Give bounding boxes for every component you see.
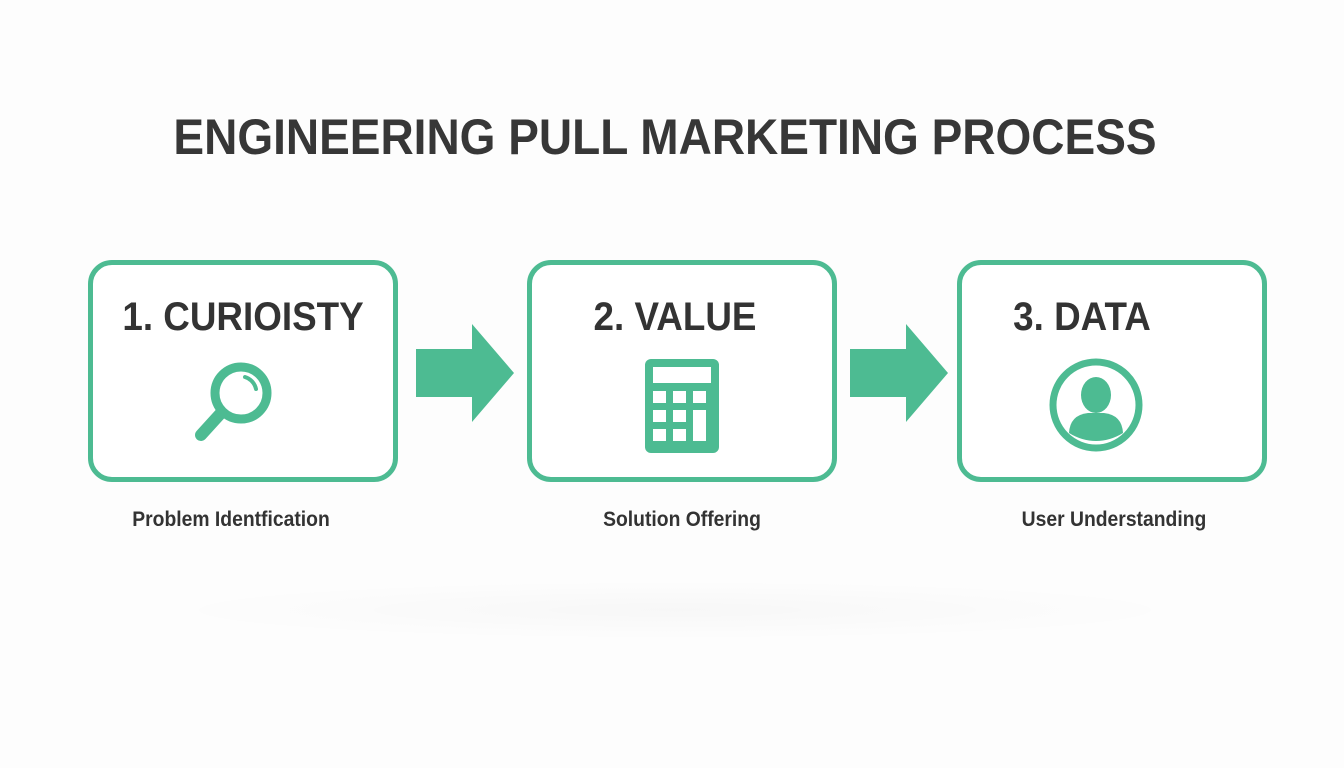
step-card-value: 2. VALUE	[527, 260, 837, 482]
user-profile-icon	[1049, 358, 1143, 452]
arrow-right-icon	[850, 324, 948, 422]
diagram-title: ENGINEERING PULL MARKETING PROCESS	[173, 109, 1157, 165]
magnifying-glass-icon	[195, 362, 272, 441]
step-title: 1. CURIOISTY	[122, 295, 364, 339]
arrow-right-icon	[416, 324, 514, 422]
step-caption: Problem Identfication	[132, 508, 330, 531]
step-title: 2. VALUE	[593, 295, 757, 339]
step-card-curiosity: 1. CURIOISTY	[88, 260, 398, 482]
step-card-data: 3. DATA	[957, 260, 1267, 482]
ground-shadow	[150, 580, 1200, 640]
calculator-icon	[645, 359, 719, 453]
step-title: 3. DATA	[1013, 295, 1151, 339]
step-caption: Solution Offering	[603, 508, 761, 531]
step-caption: User Understanding	[1021, 508, 1207, 531]
